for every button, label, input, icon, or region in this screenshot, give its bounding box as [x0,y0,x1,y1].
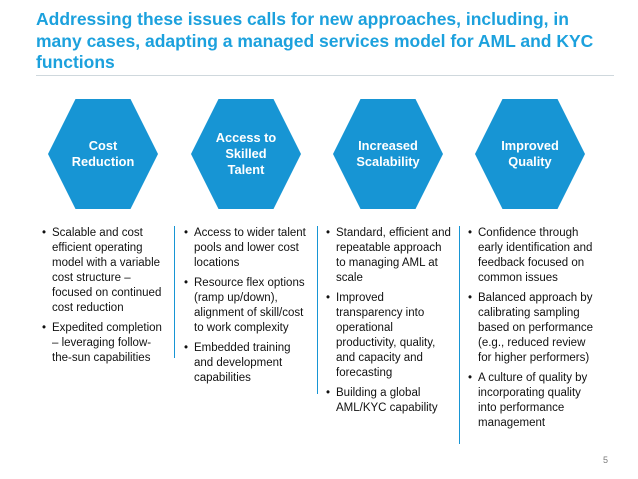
bullet-item: Scalable and cost efficient operating mo… [42,226,168,316]
column-divider [174,226,175,358]
title-divider [36,75,614,76]
hexagon-improved-quality: Improved Quality [475,99,585,209]
bullet-list-access-to-skilled-talent: Access to wider talent pools and lower c… [184,226,310,391]
bullet-item: Expedited completion – leveraging follow… [42,321,168,366]
bullet-item: Building a global AML/KYC capability [326,386,452,416]
bullet-item: Confidence through early identification … [468,226,594,286]
bullet-list-increased-scalability: Standard, efficient and repeatable appro… [326,226,452,421]
column-divider [317,226,318,394]
bullet-list-cost-reduction: Scalable and cost efficient operating mo… [42,226,168,371]
bullet-item: Resource flex options (ramp up/down), al… [184,276,310,336]
bullet-item: A culture of quality by incorporating qu… [468,371,594,431]
bullet-item: Improved transparency into operational p… [326,291,452,381]
slide-title: Addressing these issues calls for new ap… [36,9,594,72]
page-number: 5 [603,455,609,465]
pillar-label-increased-scalability: Increased Scalability [356,138,420,169]
bullet-item: Standard, efficient and repeatable appro… [326,226,452,286]
bullet-list-improved-quality: Confidence through early identification … [468,226,594,436]
bullet-item: Access to wider talent pools and lower c… [184,226,310,271]
bullet-item: Embedded training and development capabi… [184,341,310,386]
column-divider [459,226,460,444]
pillar-label-improved-quality: Improved Quality [501,138,559,169]
hexagon-access-to-skilled-talent: Access to Skilled Talent [191,99,301,209]
bullet-item: Balanced approach by calibrating samplin… [468,291,594,366]
hexagon-cost-reduction: Cost Reduction [48,99,158,209]
pillar-label-cost-reduction: Cost Reduction [71,138,135,169]
hexagon-increased-scalability: Increased Scalability [333,99,443,209]
pillar-label-access-to-skilled-talent: Access to Skilled Talent [215,130,277,177]
